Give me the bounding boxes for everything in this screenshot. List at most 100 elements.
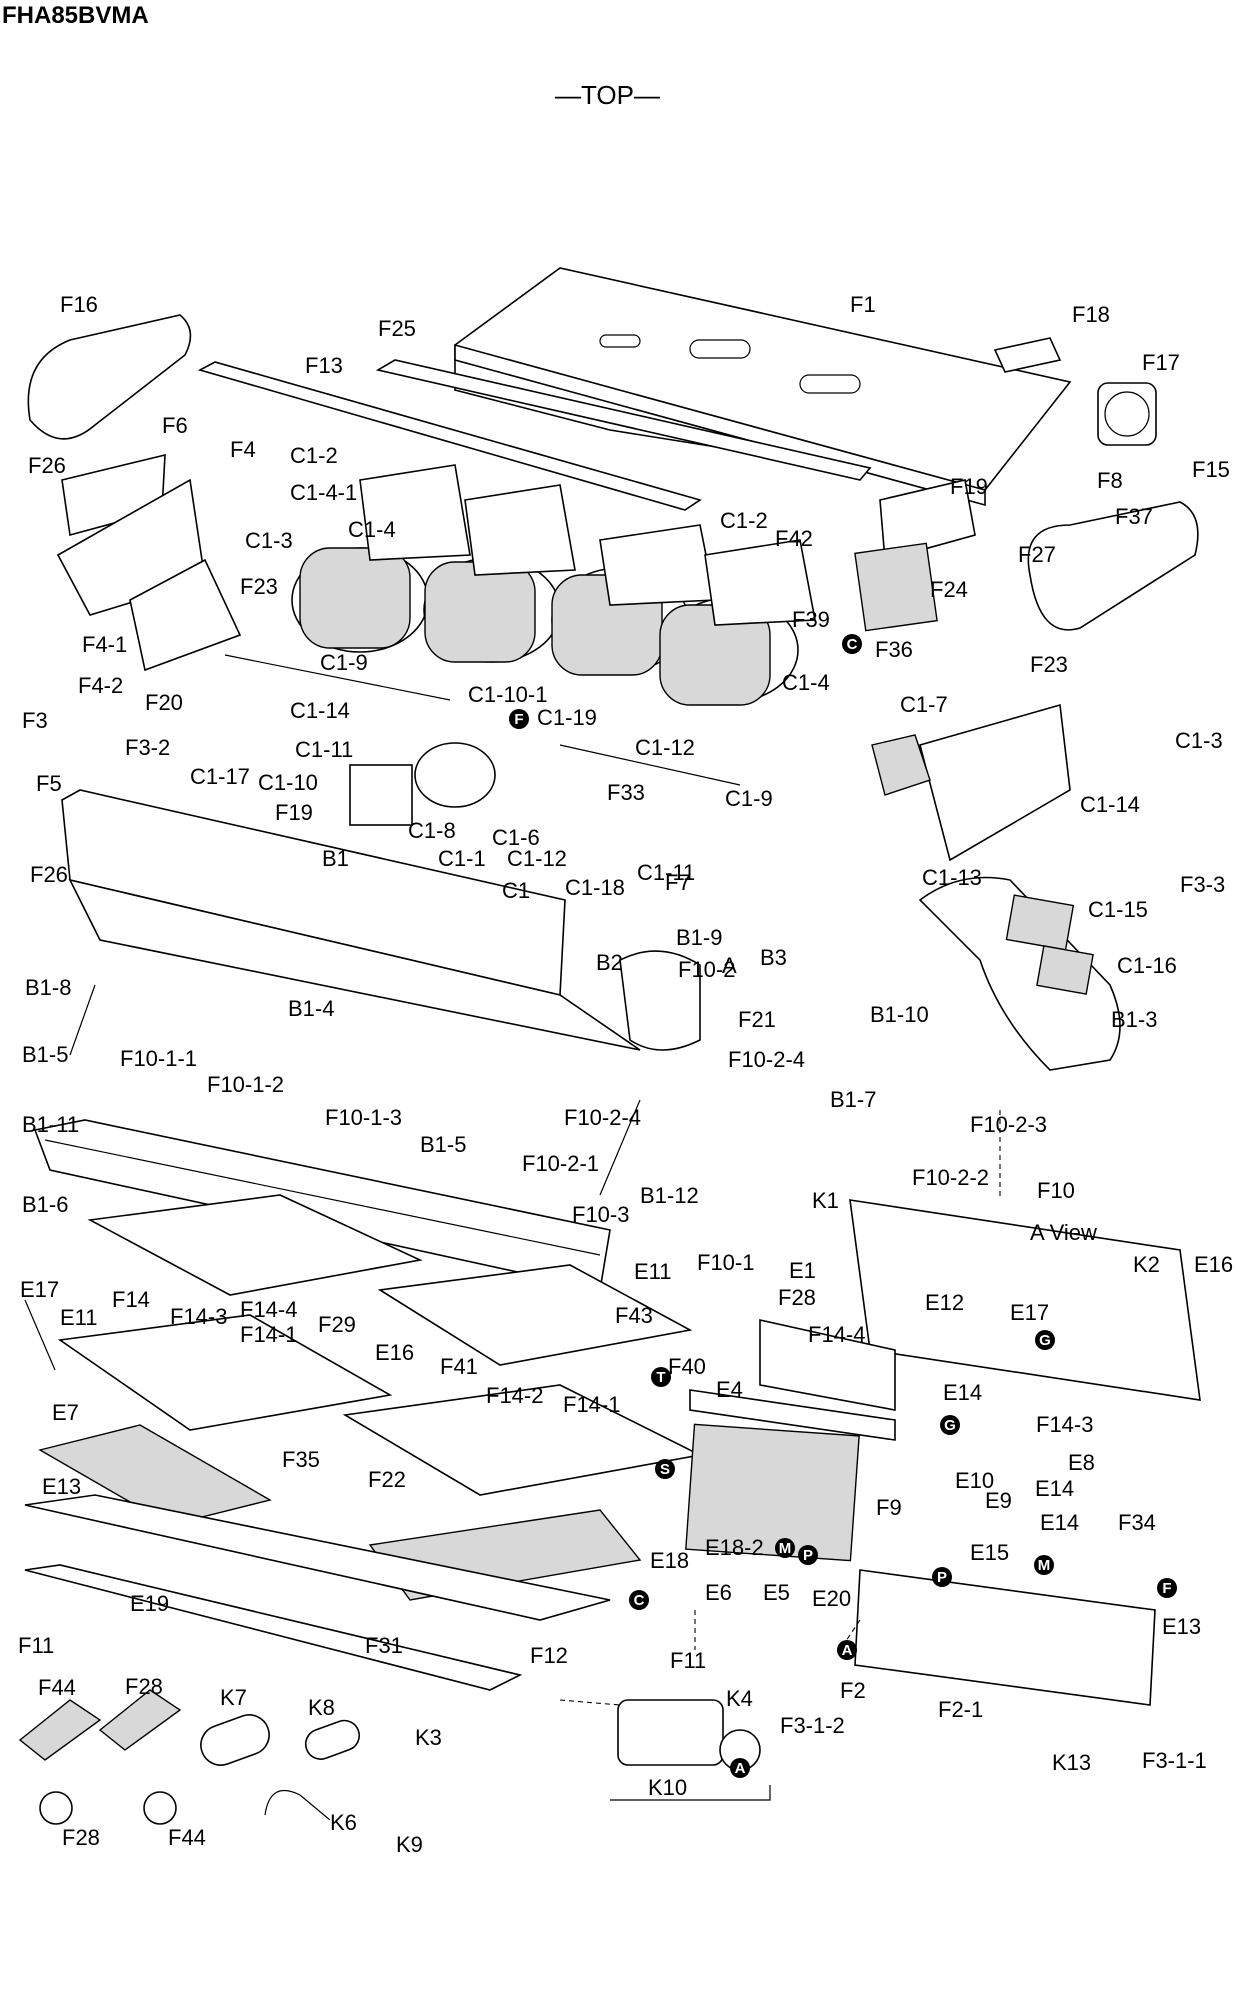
part-label: K8	[308, 1695, 335, 1720]
part-label: C1-9	[320, 650, 368, 675]
part-label: E18	[650, 1548, 689, 1573]
part-label: F3-2	[125, 735, 170, 760]
part-label: E9	[985, 1488, 1012, 1513]
part-label: F14-2	[486, 1383, 543, 1408]
part-drawings	[18, 267, 1201, 1825]
part-label: E14	[1035, 1476, 1074, 1501]
part-label: F16	[60, 292, 98, 317]
part-label: B1	[322, 846, 349, 871]
callout-marker: P	[798, 1545, 818, 1565]
part-label: E18-2	[705, 1535, 764, 1560]
callout-marker: G	[940, 1415, 960, 1435]
callout-marker: F	[1157, 1578, 1177, 1598]
part-label: F14-3	[170, 1304, 227, 1329]
svg-text:F: F	[1162, 1580, 1171, 1597]
part-label: F14-4	[240, 1297, 297, 1322]
part-label: C1-17	[190, 764, 250, 789]
part-label: E8	[1068, 1450, 1095, 1475]
part-label: F10-2	[678, 957, 735, 982]
part-label: F9	[876, 1495, 902, 1520]
part-label: E15	[970, 1540, 1009, 1565]
part-label: K1	[812, 1188, 839, 1213]
callout-marker: M	[1034, 1555, 1054, 1575]
part-label: F12	[530, 1643, 568, 1668]
part-label: F25	[378, 316, 416, 341]
part-label: F1	[850, 292, 876, 317]
part-label: F10-2-1	[522, 1151, 599, 1176]
part-label: K3	[415, 1725, 442, 1750]
part-label: E12	[925, 1290, 964, 1315]
svg-text:P: P	[803, 1547, 813, 1564]
part-label: C1-9	[725, 786, 773, 811]
part-label: F15	[1192, 457, 1230, 482]
part-label: C1-3	[1175, 728, 1223, 753]
part-label: K9	[396, 1832, 423, 1857]
part-label: E16	[375, 1340, 414, 1365]
part-label: F6	[162, 413, 188, 438]
part-label: F3-1-2	[780, 1713, 845, 1738]
part-label: B1-4	[288, 996, 334, 1021]
part-label: E13	[42, 1474, 81, 1499]
part-label: E19	[130, 1591, 169, 1616]
part-label: B1-10	[870, 1002, 929, 1027]
svg-text:G: G	[944, 1417, 956, 1434]
svg-text:T: T	[656, 1369, 665, 1386]
part-label: F4-1	[82, 632, 127, 657]
part-label: C1-6	[492, 825, 540, 850]
part-label: E10	[955, 1468, 994, 1493]
part-label: F3	[22, 708, 48, 733]
part-label: F35	[282, 1447, 320, 1472]
part-label: K10	[648, 1775, 687, 1800]
callout-marker: P	[932, 1567, 952, 1587]
part-label: F10	[1037, 1178, 1075, 1203]
part-label: C1-12	[507, 846, 567, 871]
part-label: E17	[20, 1277, 59, 1302]
part-label: F44	[38, 1675, 76, 1700]
part-label: C1-14	[1080, 792, 1140, 817]
part-label: F42	[775, 526, 813, 551]
part-label: F27	[1018, 542, 1056, 567]
svg-text:C: C	[634, 1592, 645, 1609]
callout-marker: T	[651, 1367, 671, 1387]
part-label: F22	[368, 1467, 406, 1492]
part-label: B1-8	[25, 975, 71, 1000]
part-label: F14-3	[1036, 1412, 1093, 1437]
part-label: B1-7	[830, 1087, 876, 1112]
part-label: C1-11	[295, 737, 353, 762]
part-label: F18	[1072, 302, 1110, 327]
part-label: C1-8	[408, 818, 456, 843]
part-label: C1-10	[258, 770, 318, 795]
part-label: F24	[930, 577, 968, 602]
svg-text:F: F	[514, 711, 523, 728]
part-label: K13	[1052, 1750, 1091, 1775]
svg-text:C: C	[847, 636, 858, 653]
part-label: E11	[60, 1305, 98, 1330]
part-label: B1-11	[22, 1112, 79, 1137]
svg-text:G: G	[1039, 1332, 1051, 1349]
part-label: F14	[112, 1287, 150, 1312]
part-label: B1-5	[22, 1042, 68, 1067]
part-label: F23	[240, 574, 278, 599]
part-label: F10-1-2	[207, 1072, 284, 1097]
part-label: F3-1-1	[1142, 1748, 1207, 1773]
part-label: F13	[305, 353, 343, 378]
part-label: F28	[778, 1285, 816, 1310]
part-label: F4	[230, 437, 256, 462]
part-label: C1-10-1	[468, 682, 547, 707]
part-label: B1-6	[22, 1192, 68, 1217]
svg-text:A: A	[735, 1760, 746, 1777]
part-label: C1-2	[720, 508, 768, 533]
part-label: F37	[1115, 504, 1153, 529]
part-label: F34	[1118, 1510, 1156, 1535]
part-label: C1-12	[635, 735, 695, 760]
part-label: C1-2	[290, 443, 338, 468]
callout-marker: F	[509, 709, 529, 729]
part-label: E17	[1010, 1300, 1049, 1325]
view-title: —TOP—	[555, 80, 660, 110]
part-label: E1	[789, 1258, 816, 1283]
part-label: C1-18	[565, 875, 625, 900]
part-label: F41	[440, 1354, 478, 1379]
part-label: B1-9	[676, 925, 722, 950]
